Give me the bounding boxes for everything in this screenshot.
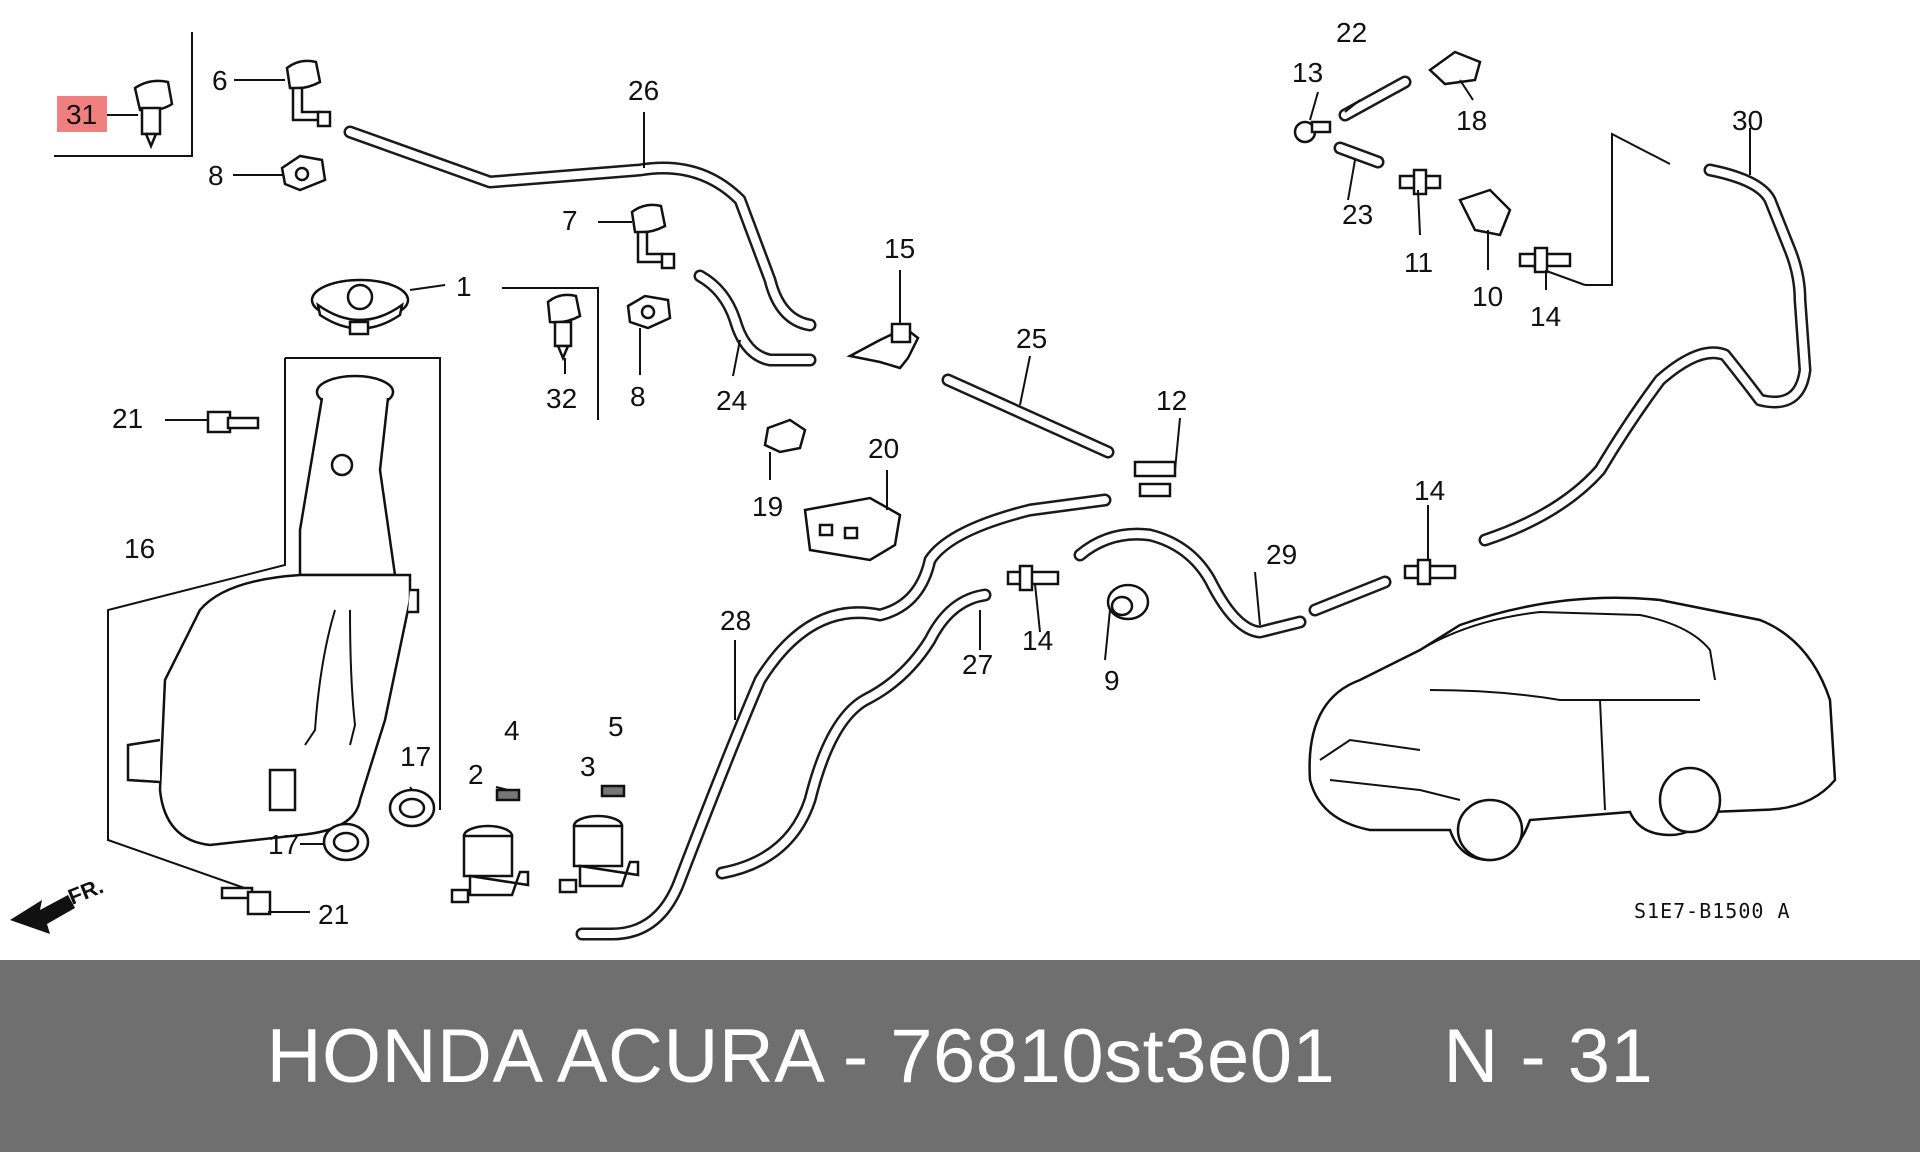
part-label-1: 1 xyxy=(456,271,472,302)
nozzle-6 xyxy=(285,59,332,128)
bolt-21a xyxy=(206,410,260,434)
hose-28 xyxy=(575,493,1112,941)
hose-27 xyxy=(715,588,992,880)
part-label-17b: 17 xyxy=(268,829,299,860)
nozzle-10 xyxy=(1458,188,1512,237)
seal-8b xyxy=(626,294,672,330)
highlight-31 xyxy=(57,96,107,132)
tank-box xyxy=(107,357,441,891)
part-label-8a: 8 xyxy=(208,160,224,191)
fitting-15 xyxy=(846,322,920,370)
part-label-21b: 21 xyxy=(318,899,349,930)
clip-19 xyxy=(763,418,807,454)
part-label-26: 26 xyxy=(628,75,659,106)
hose-29 xyxy=(1073,527,1307,639)
hose-23 xyxy=(1333,141,1385,169)
part-label-3: 3 xyxy=(580,751,596,782)
front-direction-arrow: FR. xyxy=(10,873,107,934)
part-label-14c: 14 xyxy=(1530,301,1561,332)
nozzle-18 xyxy=(1428,50,1482,86)
nozzle-7 xyxy=(630,203,676,270)
hose-22 xyxy=(1338,75,1412,122)
diagram-reference-code: S1E7-B1500 A xyxy=(1634,899,1791,923)
nozzle-31 xyxy=(133,79,174,150)
part-label-19: 19 xyxy=(752,491,783,522)
tank-16 xyxy=(126,374,420,847)
joint-12 xyxy=(1133,460,1177,498)
part-label-20: 20 xyxy=(868,433,899,464)
part-label-21a: 21 xyxy=(112,403,143,434)
part-label-7: 7 xyxy=(562,205,578,236)
joint-14b xyxy=(1403,558,1457,586)
part-label-24: 24 xyxy=(716,385,747,416)
joint-11 xyxy=(1398,168,1442,196)
part-label-11: 11 xyxy=(1404,247,1433,278)
part-label-31: 31 xyxy=(66,99,97,130)
part-label-28: 28 xyxy=(720,605,751,636)
grommet-9 xyxy=(1106,583,1150,621)
part-label-6: 6 xyxy=(212,65,228,96)
nozzle-32 xyxy=(546,293,582,362)
car-illustration xyxy=(1308,596,1837,862)
part-label-23: 23 xyxy=(1342,199,1373,230)
hose-30 xyxy=(1478,163,1812,547)
part-label-14b: 14 xyxy=(1414,475,1445,506)
pump-2 xyxy=(450,824,530,904)
joint-14c xyxy=(1518,246,1572,274)
part-label-29: 29 xyxy=(1266,539,1297,570)
parts-diagram: FR. 31 6 8 7 26 1 32 8 24 15 25 12 19 20… xyxy=(10,17,1837,941)
part-label-32: 32 xyxy=(546,383,577,414)
bolt-21b xyxy=(220,886,272,916)
part-labels: 31 6 8 7 26 1 32 8 24 15 25 12 19 20 21 … xyxy=(66,17,1763,930)
bracket-20 xyxy=(803,496,902,562)
leader-lines xyxy=(107,79,1751,913)
seal-4 xyxy=(495,788,521,802)
part-label-8b: 8 xyxy=(630,381,646,412)
part-label-14a: 14 xyxy=(1022,625,1053,656)
part-label-5: 5 xyxy=(608,711,624,742)
joint-13 xyxy=(1293,120,1332,144)
part-label-30: 30 xyxy=(1732,105,1763,136)
part-label-9: 9 xyxy=(1104,665,1120,696)
part-label-22: 22 xyxy=(1336,17,1367,48)
part-label-10: 10 xyxy=(1472,281,1503,312)
part-label-17a: 17 xyxy=(400,741,431,772)
hose-29b xyxy=(1308,575,1392,617)
part-label-16: 16 xyxy=(124,533,155,564)
front-direction-label: FR. xyxy=(65,873,107,909)
part-label-13: 13 xyxy=(1292,57,1323,88)
cap-1 xyxy=(310,278,410,336)
part-label-2: 2 xyxy=(468,759,484,790)
part-32-box xyxy=(502,287,599,420)
grommet-17a xyxy=(388,788,436,828)
pump-3 xyxy=(558,814,640,894)
part-label-12: 12 xyxy=(1156,385,1187,416)
hose-25 xyxy=(941,373,1115,459)
part-label-18: 18 xyxy=(1456,105,1487,136)
footer-banner: HONDA ACURA - 76810st3e01 N - 31 xyxy=(0,960,1920,1152)
part-label-15: 15 xyxy=(884,233,915,264)
hose-26 xyxy=(343,125,817,332)
grommet-17b xyxy=(322,822,370,862)
part-label-4: 4 xyxy=(504,715,520,746)
part-label-25: 25 xyxy=(1016,323,1047,354)
footer-part-title: HONDA ACURA - 76810st3e01 N - 31 xyxy=(266,1013,1654,1099)
seal-8a xyxy=(280,154,327,192)
seal-5 xyxy=(600,784,626,798)
joint-14a xyxy=(1006,564,1060,592)
hose-24 xyxy=(693,269,817,367)
part-label-27: 27 xyxy=(962,649,993,680)
part-31-box xyxy=(54,32,193,157)
